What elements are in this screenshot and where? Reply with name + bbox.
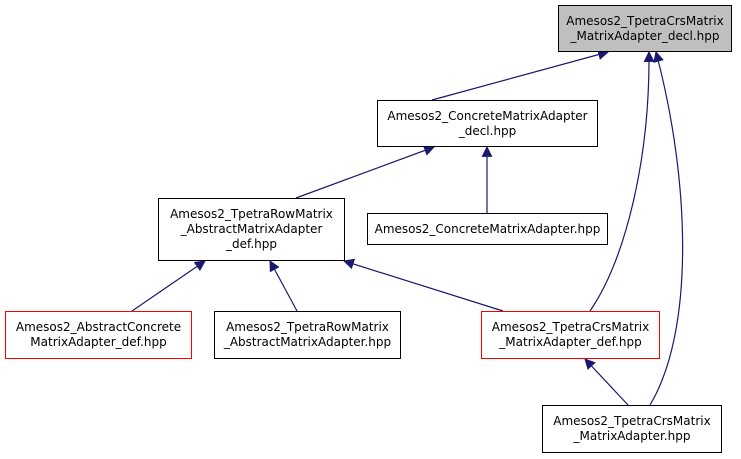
node-label-line: Amesos2_ConcreteMatrixAdapter.hpp <box>374 221 601 236</box>
node-concrete-matrix-adapter-hpp[interactable]: Amesos2_ConcreteMatrixAdapter.hpp <box>367 213 608 245</box>
node-tpetra-row-abstract-matrix-adapter-hpp[interactable]: Amesos2_TpetraRowMatrix _AbstractMatrixA… <box>214 311 401 359</box>
node-label-line: Amesos2_TpetraCrsMatrix <box>491 320 650 334</box>
edge-tpetra-row-abstract-hpp-to-tpetra-row-abstract-def <box>269 260 298 312</box>
edge-tpetra-row-abstract-def-to-concrete-decl <box>295 145 436 199</box>
node-label-line: _AbstractMatrixAdapter <box>180 222 323 236</box>
node-label-line: _MatrixAdapter.hpp <box>573 429 691 443</box>
node-label-line: _MatrixAdapter_def.hpp <box>499 335 642 349</box>
node-label-line: _MatrixAdapter_decl.hpp <box>570 28 720 43</box>
node-label-line: Amesos2_ConcreteMatrixAdapter <box>387 108 588 123</box>
edge-concrete-decl-to-tpetra-crs-decl <box>431 49 610 101</box>
node-concrete-matrix-adapter-decl[interactable]: Amesos2_ConcreteMatrixAdapter _decl.hpp <box>377 100 598 147</box>
node-tpetra-crs-matrix-adapter-decl[interactable]: Amesos2_TpetraCrsMatrix _MatrixAdapter_d… <box>558 5 732 52</box>
node-label-line: MatrixAdapter_def.hpp <box>30 335 167 349</box>
node-abstract-concrete-matrix-adapter-def[interactable]: Amesos2_AbstractConcrete MatrixAdapter_d… <box>5 311 192 359</box>
node-label-line: _AbstractMatrixAdapter.hpp <box>223 335 392 349</box>
node-label-line: Amesos2_AbstractConcrete <box>15 320 182 334</box>
edge-tpetra-crs-def-to-tpetra-row-abstract-def <box>342 258 504 312</box>
node-label-line: _decl.hpp <box>458 123 517 138</box>
edge-tpetra-crs-hpp-to-tpetra-crs-decl <box>649 50 684 406</box>
edge-tpetra-crs-def-to-tpetra-crs-decl <box>589 50 655 312</box>
node-label-line: _def.hpp <box>225 237 277 251</box>
node-tpetra-crs-matrix-adapter-def[interactable]: Amesos2_TpetraCrsMatrix _MatrixAdapter_d… <box>481 311 660 359</box>
node-label-line: Amesos2_TpetraCrsMatrix <box>566 13 724 28</box>
node-label-line: Amesos2_TpetraCrsMatrix <box>553 414 711 428</box>
edge-abstract-concrete-def-to-tpetra-row-abstract-def <box>131 260 206 312</box>
node-tpetra-row-abstract-matrix-adapter-def[interactable]: Amesos2_TpetraRowMatrix _AbstractMatrixA… <box>158 198 345 261</box>
node-tpetra-crs-matrix-adapter-hpp[interactable]: Amesos2_TpetraCrsMatrix _MatrixAdapter.h… <box>542 405 722 453</box>
edge-tpetra-crs-hpp-to-tpetra-crs-def <box>584 358 629 406</box>
node-label-line: Amesos2_TpetraRowMatrix <box>170 207 333 221</box>
node-label-line: Amesos2_TpetraRowMatrix <box>226 320 389 334</box>
